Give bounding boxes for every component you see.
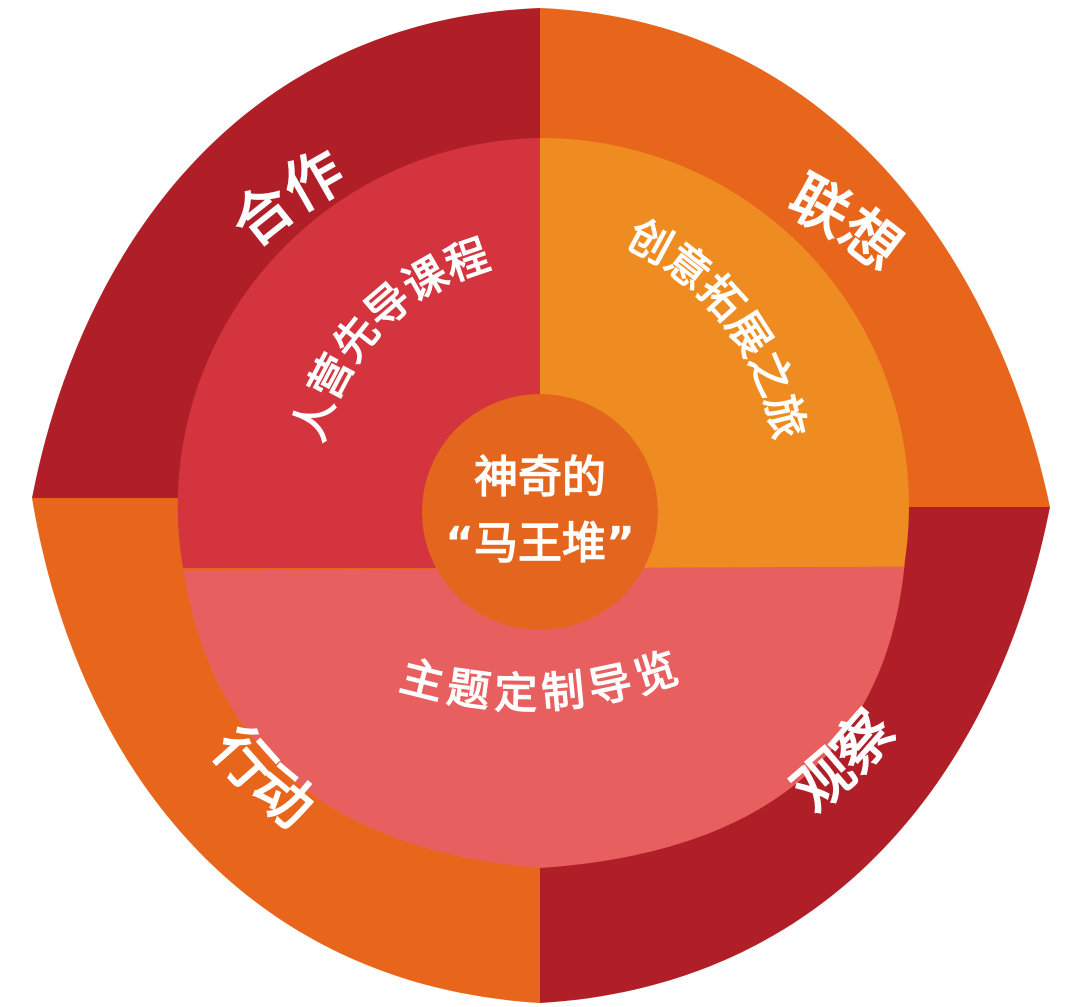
center-circle <box>422 394 658 630</box>
inner-segment-bottom <box>177 566 909 869</box>
center-title-line1: 神奇的 <box>474 452 606 503</box>
center-title-line2: “马王堆” <box>445 518 635 569</box>
